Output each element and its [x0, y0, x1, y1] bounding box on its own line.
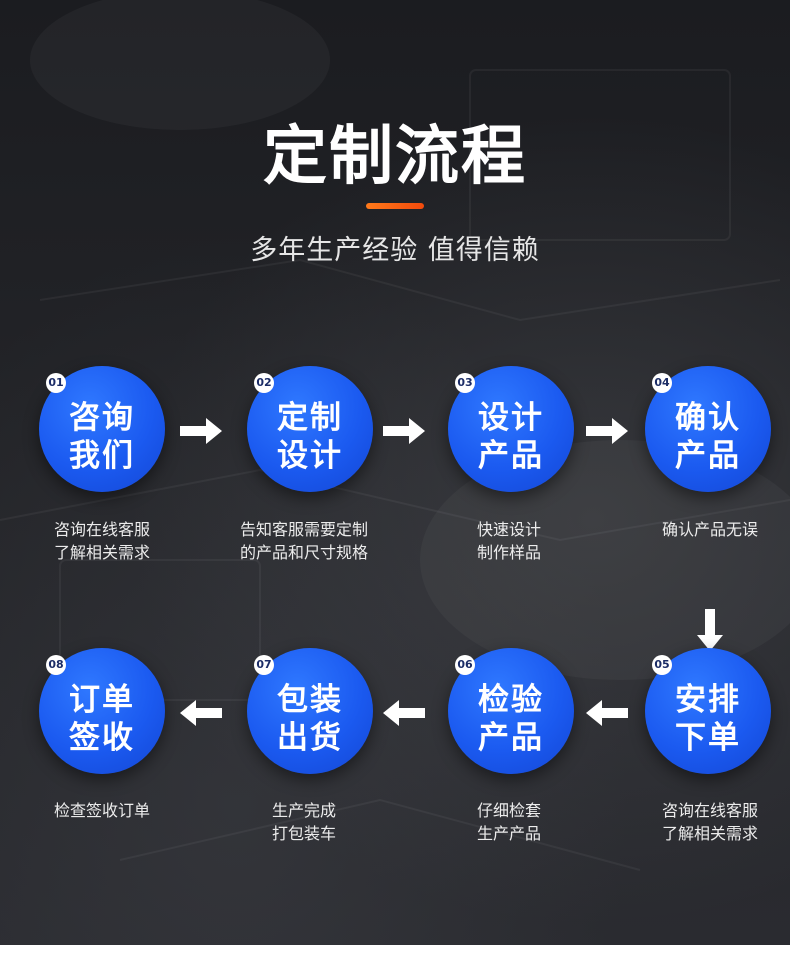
step-title-line1: 包装: [277, 682, 343, 718]
arrow-left-icon: [180, 700, 222, 726]
step-circle-06: 06 检验 产品: [448, 648, 574, 774]
step-title-line2: 出货: [277, 720, 343, 756]
step-title-line1: 安排: [675, 682, 741, 718]
step-title-line1: 咨询: [69, 400, 135, 436]
step-circle-04: 04 确认 产品: [645, 366, 771, 492]
step-title-line2: 签收: [69, 720, 135, 756]
step-title-line1: 设计: [478, 400, 544, 436]
description-line2: 生产产品: [476, 824, 541, 843]
description-line2: 打包装车: [271, 824, 336, 843]
description-line1: 告知客服需要定制: [239, 520, 368, 539]
description-line2: 的产品和尺寸规格: [239, 543, 368, 562]
description-line2: 了解相关需求: [53, 543, 150, 562]
description-line1: 确认产品无误: [661, 520, 758, 539]
step-number-badge: 02: [254, 373, 274, 393]
step-title-line1: 检验: [478, 682, 544, 718]
step-description-01: 咨询在线客服 了解相关需求: [12, 518, 192, 564]
step-description-05: 咨询在线客服 了解相关需求: [620, 799, 790, 845]
step-description-02: 告知客服需要定制 的产品和尺寸规格: [214, 518, 394, 564]
step-number-badge: 08: [46, 655, 66, 675]
page-title: 定制流程: [263, 120, 527, 194]
step-title-line1: 确认: [675, 400, 741, 436]
step-number-badge: 03: [455, 373, 475, 393]
step-title-line2: 设计: [277, 438, 343, 474]
step-description-08: 检查签收订单: [12, 799, 192, 822]
description-line1: 仔细检套: [476, 801, 541, 820]
step-title-line2: 我们: [69, 438, 135, 474]
description-line1: 检查签收订单: [53, 801, 150, 820]
step-circle-03: 03 设计 产品: [448, 366, 574, 492]
arrow-right-icon: [180, 418, 222, 444]
arrow-right-icon: [383, 418, 425, 444]
step-number-badge: 01: [46, 373, 66, 393]
step-description-07: 生产完成 打包装车: [214, 799, 394, 845]
step-title-line2: 产品: [675, 438, 741, 474]
step-circle-08: 08 订单 签收: [39, 648, 165, 774]
arrow-left-icon: [383, 700, 425, 726]
arrow-right-icon: [586, 418, 628, 444]
page-subtitle: 多年生产经验 值得信赖: [250, 235, 540, 266]
step-circle-01: 01 咨询 我们: [39, 366, 165, 492]
step-title-line2: 下单: [675, 720, 741, 756]
description-line2: 制作样品: [476, 543, 541, 562]
step-description-04: 确认产品无误: [620, 518, 790, 541]
step-title-line2: 产品: [478, 438, 544, 474]
title-accent-bar: [366, 203, 424, 209]
arrow-down-icon: [697, 609, 723, 651]
step-title-line1: 定制: [277, 400, 343, 436]
step-number-badge: 06: [455, 655, 475, 675]
step-number-badge: 05: [652, 655, 672, 675]
description-line1: 快速设计: [476, 520, 541, 539]
step-circle-07: 07 包装 出货: [247, 648, 373, 774]
step-circle-02: 02 定制 设计: [247, 366, 373, 492]
step-description-06: 仔细检套 生产产品: [419, 799, 599, 845]
description-line2: 了解相关需求: [661, 824, 758, 843]
step-number-badge: 04: [652, 373, 672, 393]
step-description-03: 快速设计 制作样品: [419, 518, 599, 564]
step-number-badge: 07: [254, 655, 274, 675]
step-title-line2: 产品: [478, 720, 544, 756]
description-line1: 咨询在线客服: [53, 520, 150, 539]
description-line1: 生产完成: [271, 801, 336, 820]
description-line1: 咨询在线客服: [661, 801, 758, 820]
step-title-line1: 订单: [69, 682, 135, 718]
step-circle-05: 05 安排 下单: [645, 648, 771, 774]
arrow-left-icon: [586, 700, 628, 726]
